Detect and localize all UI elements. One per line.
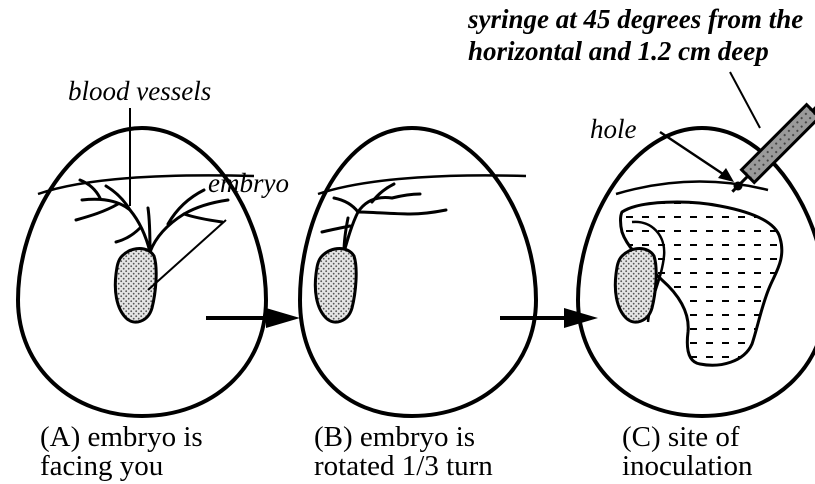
arrow-b-to-c xyxy=(500,308,598,328)
caption-c-line-2: inoculation xyxy=(622,449,752,483)
caption-b-line-2: rotated 1/3 turn xyxy=(314,449,493,483)
syringe-label-line-1: syringe at 45 degrees from the xyxy=(468,4,803,34)
hole-label: hole xyxy=(590,114,637,144)
egg-b xyxy=(300,128,536,416)
egg-c-air-sac-line xyxy=(616,181,768,194)
blood-vessels-label: blood vessels xyxy=(68,76,211,106)
embryo-label: embryo xyxy=(208,168,289,198)
embryo-pointer xyxy=(148,220,226,290)
egg-a xyxy=(18,108,266,416)
caption-a-line-2: facing you xyxy=(40,449,163,483)
arrow-a-to-b xyxy=(206,308,300,328)
syringe xyxy=(724,85,815,200)
egg-b-blood-vessels xyxy=(322,184,446,252)
embryo-c xyxy=(615,249,656,323)
embryo-b xyxy=(315,249,356,323)
syringe-pointer xyxy=(730,72,760,128)
hole-pointer xyxy=(660,132,726,176)
egg-a-blood-vessels xyxy=(76,180,228,252)
embryo-a xyxy=(115,249,156,323)
syringe-label-line-2: horizontal and 1.2 cm deep xyxy=(468,36,769,66)
